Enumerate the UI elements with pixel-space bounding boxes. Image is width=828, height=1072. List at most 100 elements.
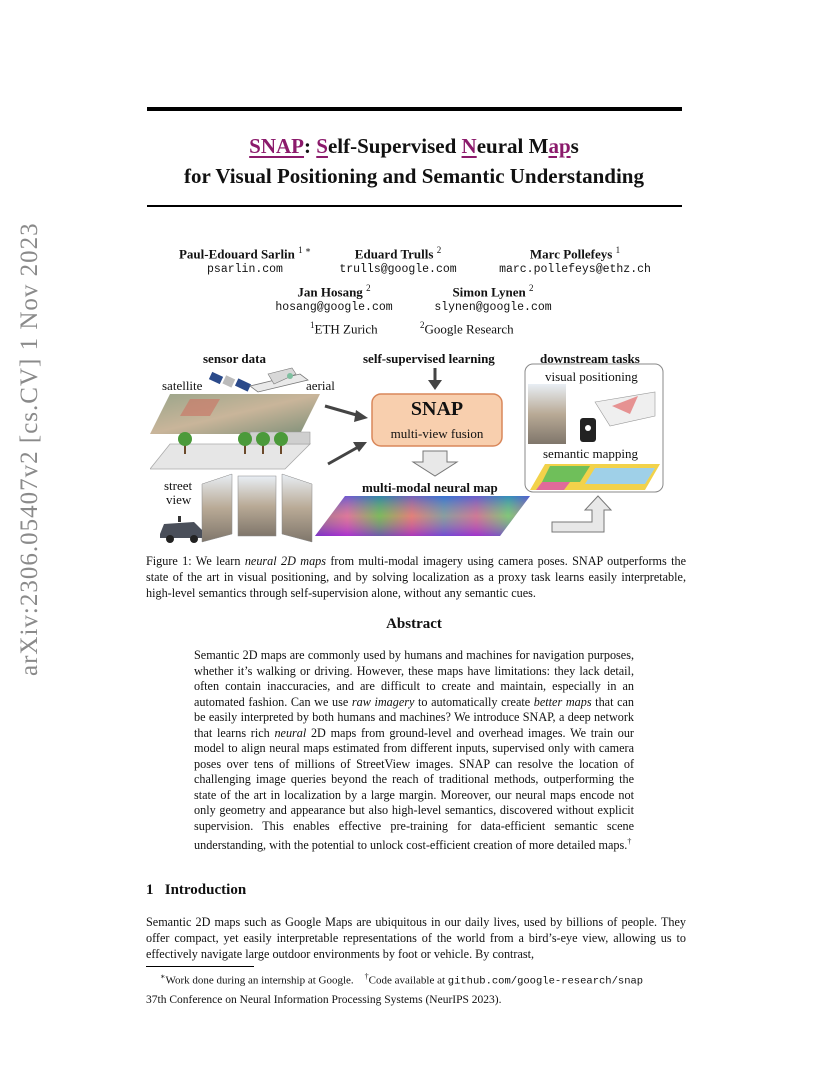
fig-sensor-data-label: sensor data <box>203 351 266 366</box>
footnote-marker: ∗ <box>160 972 166 981</box>
venue-note: 37th Conference on Neural Information Pr… <box>146 994 502 1006</box>
query-image <box>528 384 566 444</box>
author-name: Marc Pollefeys 1 <box>465 242 685 262</box>
pose-cone <box>612 396 638 414</box>
affil-sup: 2 <box>420 320 425 330</box>
building-roof-shape <box>180 399 220 416</box>
fig-neural-map-label: multi-modal neural map <box>362 480 498 495</box>
caption-text: from multi-modal imagery using camera po… <box>146 554 686 600</box>
title-part: eural M <box>476 134 549 158</box>
tree-icon <box>274 432 288 454</box>
fig-snap-label: SNAP <box>410 398 464 420</box>
street-view-image <box>201 473 233 543</box>
tree-icon <box>238 432 252 454</box>
fig-view-label: view <box>166 492 192 507</box>
snap-box <box>371 393 503 447</box>
neural-map-overlay <box>315 496 530 536</box>
title-part: N <box>461 134 477 158</box>
fig-ssl-label: self-supervised learning <box>363 351 495 366</box>
intro-paragraph: Semantic 2D maps such as Google Maps are… <box>146 915 686 961</box>
abstract-text: Semantic 2D maps are commonly used by hu… <box>194 648 634 709</box>
affiliation: 1ETH Zurich <box>310 317 378 337</box>
author-name: Jan Hosang 2 <box>224 280 444 300</box>
author-sup: 1 <box>615 245 621 255</box>
caption-text: Figure 1: We learn <box>146 554 245 568</box>
author-name-text: Paul-Edouard Sarlin <box>178 246 295 262</box>
footnote-marker: † <box>364 972 369 981</box>
airplane-icon <box>249 367 309 393</box>
author-email: trulls@google.com <box>339 263 457 277</box>
author-email: marc.pollefeys@ethz.ch <box>499 263 651 277</box>
arrow-icon <box>327 442 367 466</box>
author-block: Simon Lynen 2 slynen@google.com <box>383 280 603 316</box>
affiliation: 2Google Research <box>420 317 514 337</box>
fig-satellite-label: satellite <box>162 378 203 393</box>
author-block: Eduard Trulls 2 trulls@google.com <box>288 242 508 278</box>
arxiv-stamp: arXiv:2306.05407v2 [cs.CV] 1 Nov 2023 <box>16 222 43 676</box>
author-email: hosang@google.com <box>275 301 393 315</box>
author-block: Marc Pollefeys 1 marc.pollefeys@ethz.ch <box>465 242 685 278</box>
footnote-text: Work done during an internship at Google… <box>165 974 354 987</box>
title-line-2: for Visual Positioning and Semantic Unde… <box>184 164 644 188</box>
location-pin-icon <box>585 425 591 431</box>
title-rule-top <box>147 107 682 111</box>
figure-1-diagram <box>150 363 664 543</box>
author-block: Paul-Edouard Sarlin 1 ∗ psarlin.com <box>135 242 355 278</box>
fig-semantic-mapping-label: semantic mapping <box>543 446 638 461</box>
semantic-region <box>542 466 590 482</box>
caption-emphasis: neural 2D maps <box>244 554 326 568</box>
semantic-region <box>536 482 570 490</box>
author-email: slynen@google.com <box>434 301 552 315</box>
title-line-1: SNAP: Self-Supervised Neural Maps <box>120 131 708 161</box>
author-sup: 1 ∗ <box>298 245 312 255</box>
footnote-rule <box>146 966 254 967</box>
affil-name: Google Research <box>424 321 514 337</box>
code-link[interactable]: github.com/google-research/snap <box>447 975 644 988</box>
hollow-return-arrow-icon <box>551 495 613 533</box>
aerial-image <box>150 394 320 434</box>
author-name-text: Eduard Trulls <box>354 246 434 262</box>
title-part: S <box>316 134 328 158</box>
author-name: Eduard Trulls 2 <box>288 242 508 262</box>
hollow-arrow-down-icon <box>411 450 459 477</box>
street-view-image <box>237 475 277 537</box>
footnotes: ∗Work done during an internship at Googl… <box>160 972 643 988</box>
fig-street-label: street <box>164 478 193 493</box>
car-icon <box>160 516 202 543</box>
author-email: psarlin.com <box>207 263 283 277</box>
section-heading: 1 Introduction <box>146 882 246 899</box>
affil-name: ETH Zurich <box>314 321 378 337</box>
abstract-emphasis: neural <box>274 725 307 740</box>
section-title: Introduction <box>164 882 247 898</box>
author-sup: 2 <box>366 283 371 293</box>
title-part: elf-Supervised <box>327 134 462 158</box>
map-base <box>150 443 311 470</box>
paper-title: SNAP: Self-Supervised Neural Maps for Vi… <box>120 131 708 191</box>
semantic-region <box>585 468 655 484</box>
author-name: Paul-Edouard Sarlin 1 ∗ <box>135 242 355 262</box>
abstract-text: 2D maps from ground-level and overhead i… <box>194 725 634 853</box>
tree-icon <box>256 432 270 454</box>
street-view-image <box>281 473 313 543</box>
title-part: SNAP <box>249 134 305 158</box>
title-rule-bottom <box>147 205 682 207</box>
title-part: s <box>570 134 579 158</box>
author-name-text: Jan Hosang <box>297 284 363 300</box>
fig-visual-positioning-label: visual positioning <box>545 369 638 384</box>
abstract-text: to automatically create <box>414 694 534 709</box>
arrow-icon <box>428 368 442 390</box>
section-number: 1 <box>146 882 154 898</box>
author-name-text: Marc Pollefeys <box>529 246 613 262</box>
title-part: : <box>304 134 317 158</box>
title-part: ap <box>548 134 571 158</box>
arrow-icon <box>324 404 368 422</box>
tree-icon <box>178 432 192 454</box>
author-sup: 2 <box>529 283 534 293</box>
affil-sup: 1 <box>310 320 315 330</box>
figure-caption: Figure 1: We learn neural 2D maps from m… <box>146 553 686 601</box>
abstract-heading: Abstract <box>386 616 442 632</box>
abstract-text: that can be easily interpreted by both h… <box>194 694 634 740</box>
author-block: Jan Hosang 2 hosang@google.com <box>224 280 444 316</box>
abstract-emphasis: better maps <box>533 694 592 709</box>
author-sup: 2 <box>436 245 442 255</box>
